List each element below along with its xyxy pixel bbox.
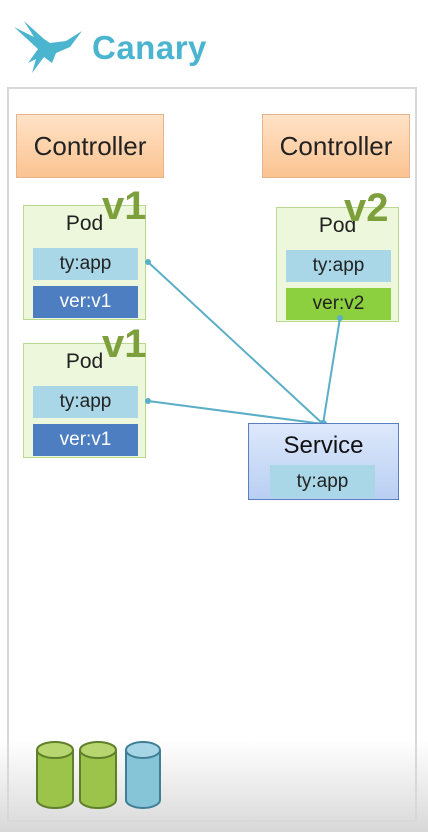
- version-label: ver:v1: [33, 424, 138, 456]
- pod-title: Pod: [65, 212, 104, 235]
- database-icon: [79, 741, 117, 809]
- link-endpoint: [145, 259, 151, 265]
- selector-label: ty:app: [286, 250, 391, 282]
- link-pod-v1-a: [147, 261, 324, 425]
- controller-v2[interactable]: Controller: [262, 114, 410, 178]
- pod-v2[interactable]: Pod ty:app ver:v2: [276, 207, 399, 322]
- pod-version-tag: v2: [344, 186, 389, 230]
- database-icon: [36, 741, 74, 809]
- service-box[interactable]: Service ty:app: [248, 423, 399, 500]
- controller-v1[interactable]: Controller: [16, 114, 164, 178]
- pod-title: Pod: [318, 214, 357, 237]
- service-selector-label: ty:app: [270, 465, 375, 498]
- link-endpoint: [337, 315, 343, 321]
- hummingbird-icon: [14, 21, 82, 73]
- link-pod-v1-b: [147, 400, 324, 425]
- brand-header: Canary: [10, 18, 207, 78]
- link-endpoint: [145, 398, 151, 404]
- version-label: ver:v1: [33, 286, 138, 318]
- pod-version-tag: v1: [102, 322, 147, 366]
- storage-group: [36, 741, 161, 809]
- controller-label: Controller: [279, 130, 393, 161]
- database-icon: [125, 741, 161, 809]
- link-pod-v2: [322, 317, 341, 425]
- version-label: ver:v2: [286, 288, 391, 320]
- service-title: Service: [283, 432, 364, 459]
- selector-label: ty:app: [33, 386, 138, 418]
- brand-name: Canary: [92, 29, 207, 66]
- cluster-frame: [7, 87, 417, 822]
- pod-title: Pod: [65, 350, 104, 373]
- pod-v1-b[interactable]: Pod ty:app ver:v1: [23, 343, 146, 458]
- controller-label: Controller: [33, 130, 147, 161]
- pod-version-tag: v1: [102, 184, 147, 228]
- pod-v1-a[interactable]: Pod ty:app ver:v1: [23, 205, 146, 320]
- selector-label: ty:app: [33, 248, 138, 280]
